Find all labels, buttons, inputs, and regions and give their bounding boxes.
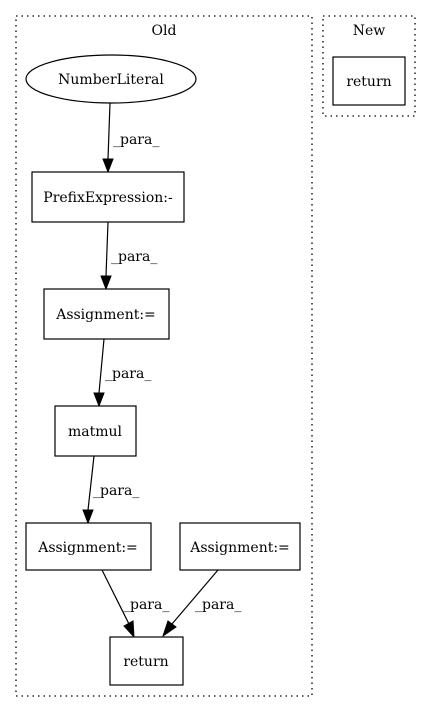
node-label: Assignment:= <box>37 540 138 556</box>
node-label: Assignment:= <box>55 307 156 323</box>
node-assignment: Assignment:= <box>25 522 152 571</box>
cluster-old-label: Old <box>152 23 177 39</box>
node-label: NumberLiteral <box>58 72 164 88</box>
edge-label: _para_ <box>111 249 157 265</box>
edge-label: _para_ <box>123 597 169 613</box>
node-return-new: return <box>332 56 406 106</box>
node-assignment: Assignment:= <box>179 522 301 571</box>
edge-label: _para_ <box>93 483 139 499</box>
node-label: Assignment:= <box>189 540 290 556</box>
node-prefixexpression: PrefixExpression:- <box>31 171 185 223</box>
edge-numberliteral-to-prefixexpression: _para_ <box>102 102 159 174</box>
node-return: return <box>109 636 184 686</box>
edge-label: _para_ <box>195 597 241 613</box>
node-label: matmul <box>68 424 123 440</box>
edge-assignment-right-to-return: _para_ <box>162 569 241 638</box>
node-matmul: matmul <box>54 405 137 457</box>
node-label: return <box>346 74 391 90</box>
node-label: return <box>123 654 168 670</box>
edge-label: _para_ <box>105 366 151 382</box>
edge-label: _para_ <box>113 132 159 148</box>
node-assignment: Assignment:= <box>43 288 170 340</box>
cluster-new-label: New <box>353 23 386 39</box>
node-label: PrefixExpression:- <box>43 190 173 206</box>
node-numberliteral: NumberLiteral <box>25 54 197 104</box>
edge-prefixexpression-to-assignment: _para_ <box>100 221 157 291</box>
edge-assignment-left-to-return: _para_ <box>101 569 169 639</box>
cluster-old: Old <box>15 15 313 697</box>
edge-assignment-to-matmul: _para_ <box>93 338 151 408</box>
cluster-new: New <box>322 15 416 117</box>
edge-matmul-to-assignment: _para_ <box>82 455 139 525</box>
